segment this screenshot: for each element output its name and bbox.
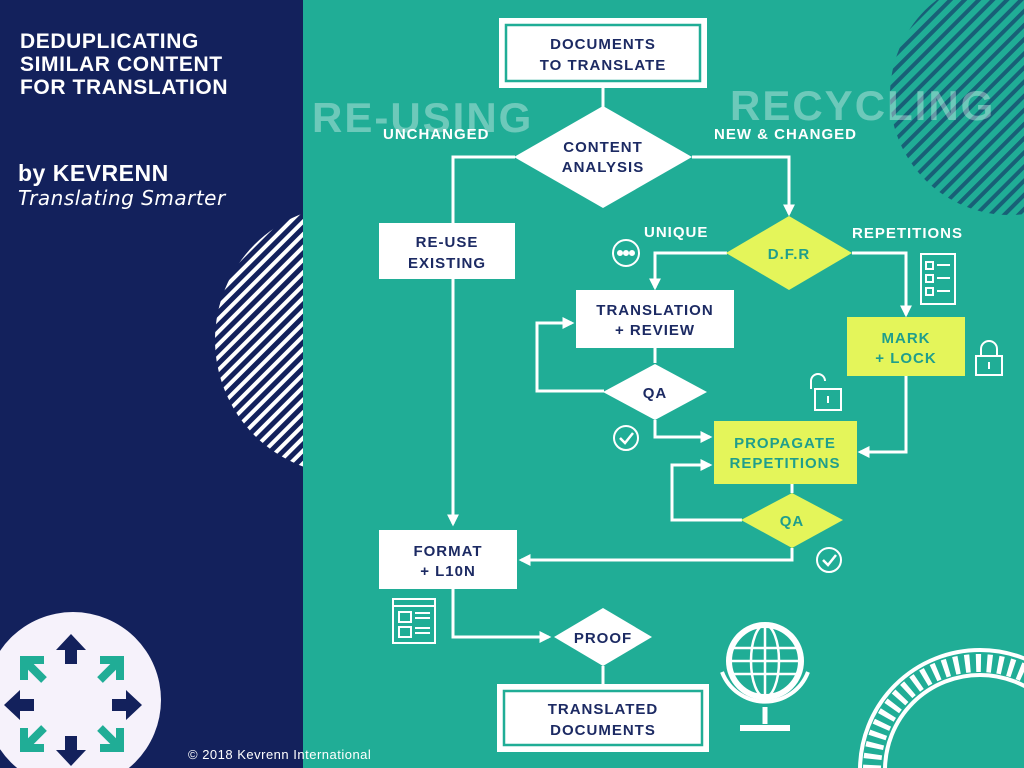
connectors [447, 88, 912, 684]
node-translated-documents: TRANSLATED DOCUMENTS [497, 684, 709, 752]
svg-text:PROPAGATE: PROPAGATE [734, 435, 836, 452]
edge-repetitions [852, 251, 912, 318]
svg-text:RE-USE: RE-USE [416, 234, 479, 251]
edge-unique [649, 251, 727, 291]
left-panel: DEDUPLICATING SIMILAR CONTENT FOR TRANSL… [0, 0, 303, 768]
label-repetitions: REPETITIONS [852, 225, 963, 242]
byline: by KEVRENN [18, 160, 169, 186]
node-format-l10n: FORMAT + L10N [379, 530, 517, 589]
svg-text:CONTENT: CONTENT [563, 139, 643, 156]
left-decor [0, 213, 303, 768]
svg-text:+ REVIEW: + REVIEW [615, 322, 695, 339]
node-documents-to-translate: DOCUMENTS TO TRANSLATE [499, 18, 707, 88]
edge-qa2-to-format [518, 548, 794, 566]
tagline: Translating Smarter [18, 186, 226, 210]
edge-qa-to-propagate [653, 420, 713, 443]
check-circle-icon [613, 425, 639, 451]
watermark-recycling: RECYCLING [730, 82, 995, 129]
list-document-icon [920, 253, 956, 305]
svg-text:REPETITIONS: REPETITIONS [729, 455, 840, 472]
label-unique: UNIQUE [644, 224, 708, 241]
node-content-analysis: CONTENT ANALYSIS [514, 106, 692, 208]
label-new-changed: NEW & CHANGED [714, 126, 857, 143]
arc-decor [858, 648, 1024, 768]
check-circle-icon [816, 547, 842, 573]
node-proof: PROOF [554, 608, 652, 666]
node-mark-lock: MARK + LOCK [847, 317, 965, 376]
node-translation-review: TRANSLATION + REVIEW [576, 290, 734, 348]
striped-semicircle-decor [215, 213, 303, 467]
svg-text:DOCUMENTS: DOCUMENTS [550, 722, 656, 739]
unlock-icon [810, 373, 842, 411]
svg-text:EXISTING: EXISTING [408, 255, 486, 272]
title-line-2: SIMILAR CONTENT [20, 53, 223, 76]
striped-circle-decor [890, 0, 1024, 215]
svg-text:TO TRANSLATE: TO TRANSLATE [540, 57, 666, 74]
svg-text:PROOF: PROOF [574, 630, 632, 647]
edge-unchanged [447, 155, 515, 527]
svg-text:ANALYSIS: ANALYSIS [562, 159, 644, 176]
node-qa-2: QA [741, 493, 843, 548]
svg-text:MARK: MARK [882, 330, 931, 347]
globe-icon [720, 622, 810, 731]
node-re-use-existing: RE-USE EXISTING [379, 223, 515, 279]
svg-text:+ L10N: + L10N [420, 563, 476, 580]
svg-text:QA: QA [643, 385, 668, 402]
svg-text:TRANSLATION: TRANSLATION [596, 302, 713, 319]
svg-text:D.F.R: D.F.R [768, 246, 811, 263]
copyright-text: © 2018 Kevrenn International [188, 747, 371, 762]
edge-lock-to-propagate [857, 376, 908, 458]
svg-text:QA: QA [780, 513, 805, 530]
svg-text:DOCUMENTS: DOCUMENTS [550, 36, 656, 53]
svg-text:FORMAT: FORMAT [413, 543, 482, 560]
edge-qa-loop [535, 317, 604, 393]
edge-new-changed [692, 155, 795, 217]
title-line-1: DEDUPLICATING [20, 30, 199, 53]
ellipsis-circle-icon [612, 239, 640, 267]
title-line-3: FOR TRANSLATION [20, 76, 229, 99]
lock-icon [975, 340, 1003, 376]
edge-qa2-loop [670, 459, 742, 522]
node-propagate-repetitions: PROPAGATE REPETITIONS [714, 421, 857, 484]
layout-document-icon [392, 598, 436, 644]
label-unchanged: UNCHANGED [383, 126, 490, 143]
node-qa-1: QA [603, 364, 707, 420]
svg-text:+ LOCK: + LOCK [875, 350, 936, 367]
node-dfr: D.F.R [726, 216, 852, 290]
watermark-reusing: RE-USING [312, 94, 533, 141]
edge-format-to-proof [451, 589, 552, 643]
kevrenn-logo-icon [4, 634, 142, 766]
svg-text:TRANSLATED: TRANSLATED [548, 701, 659, 718]
